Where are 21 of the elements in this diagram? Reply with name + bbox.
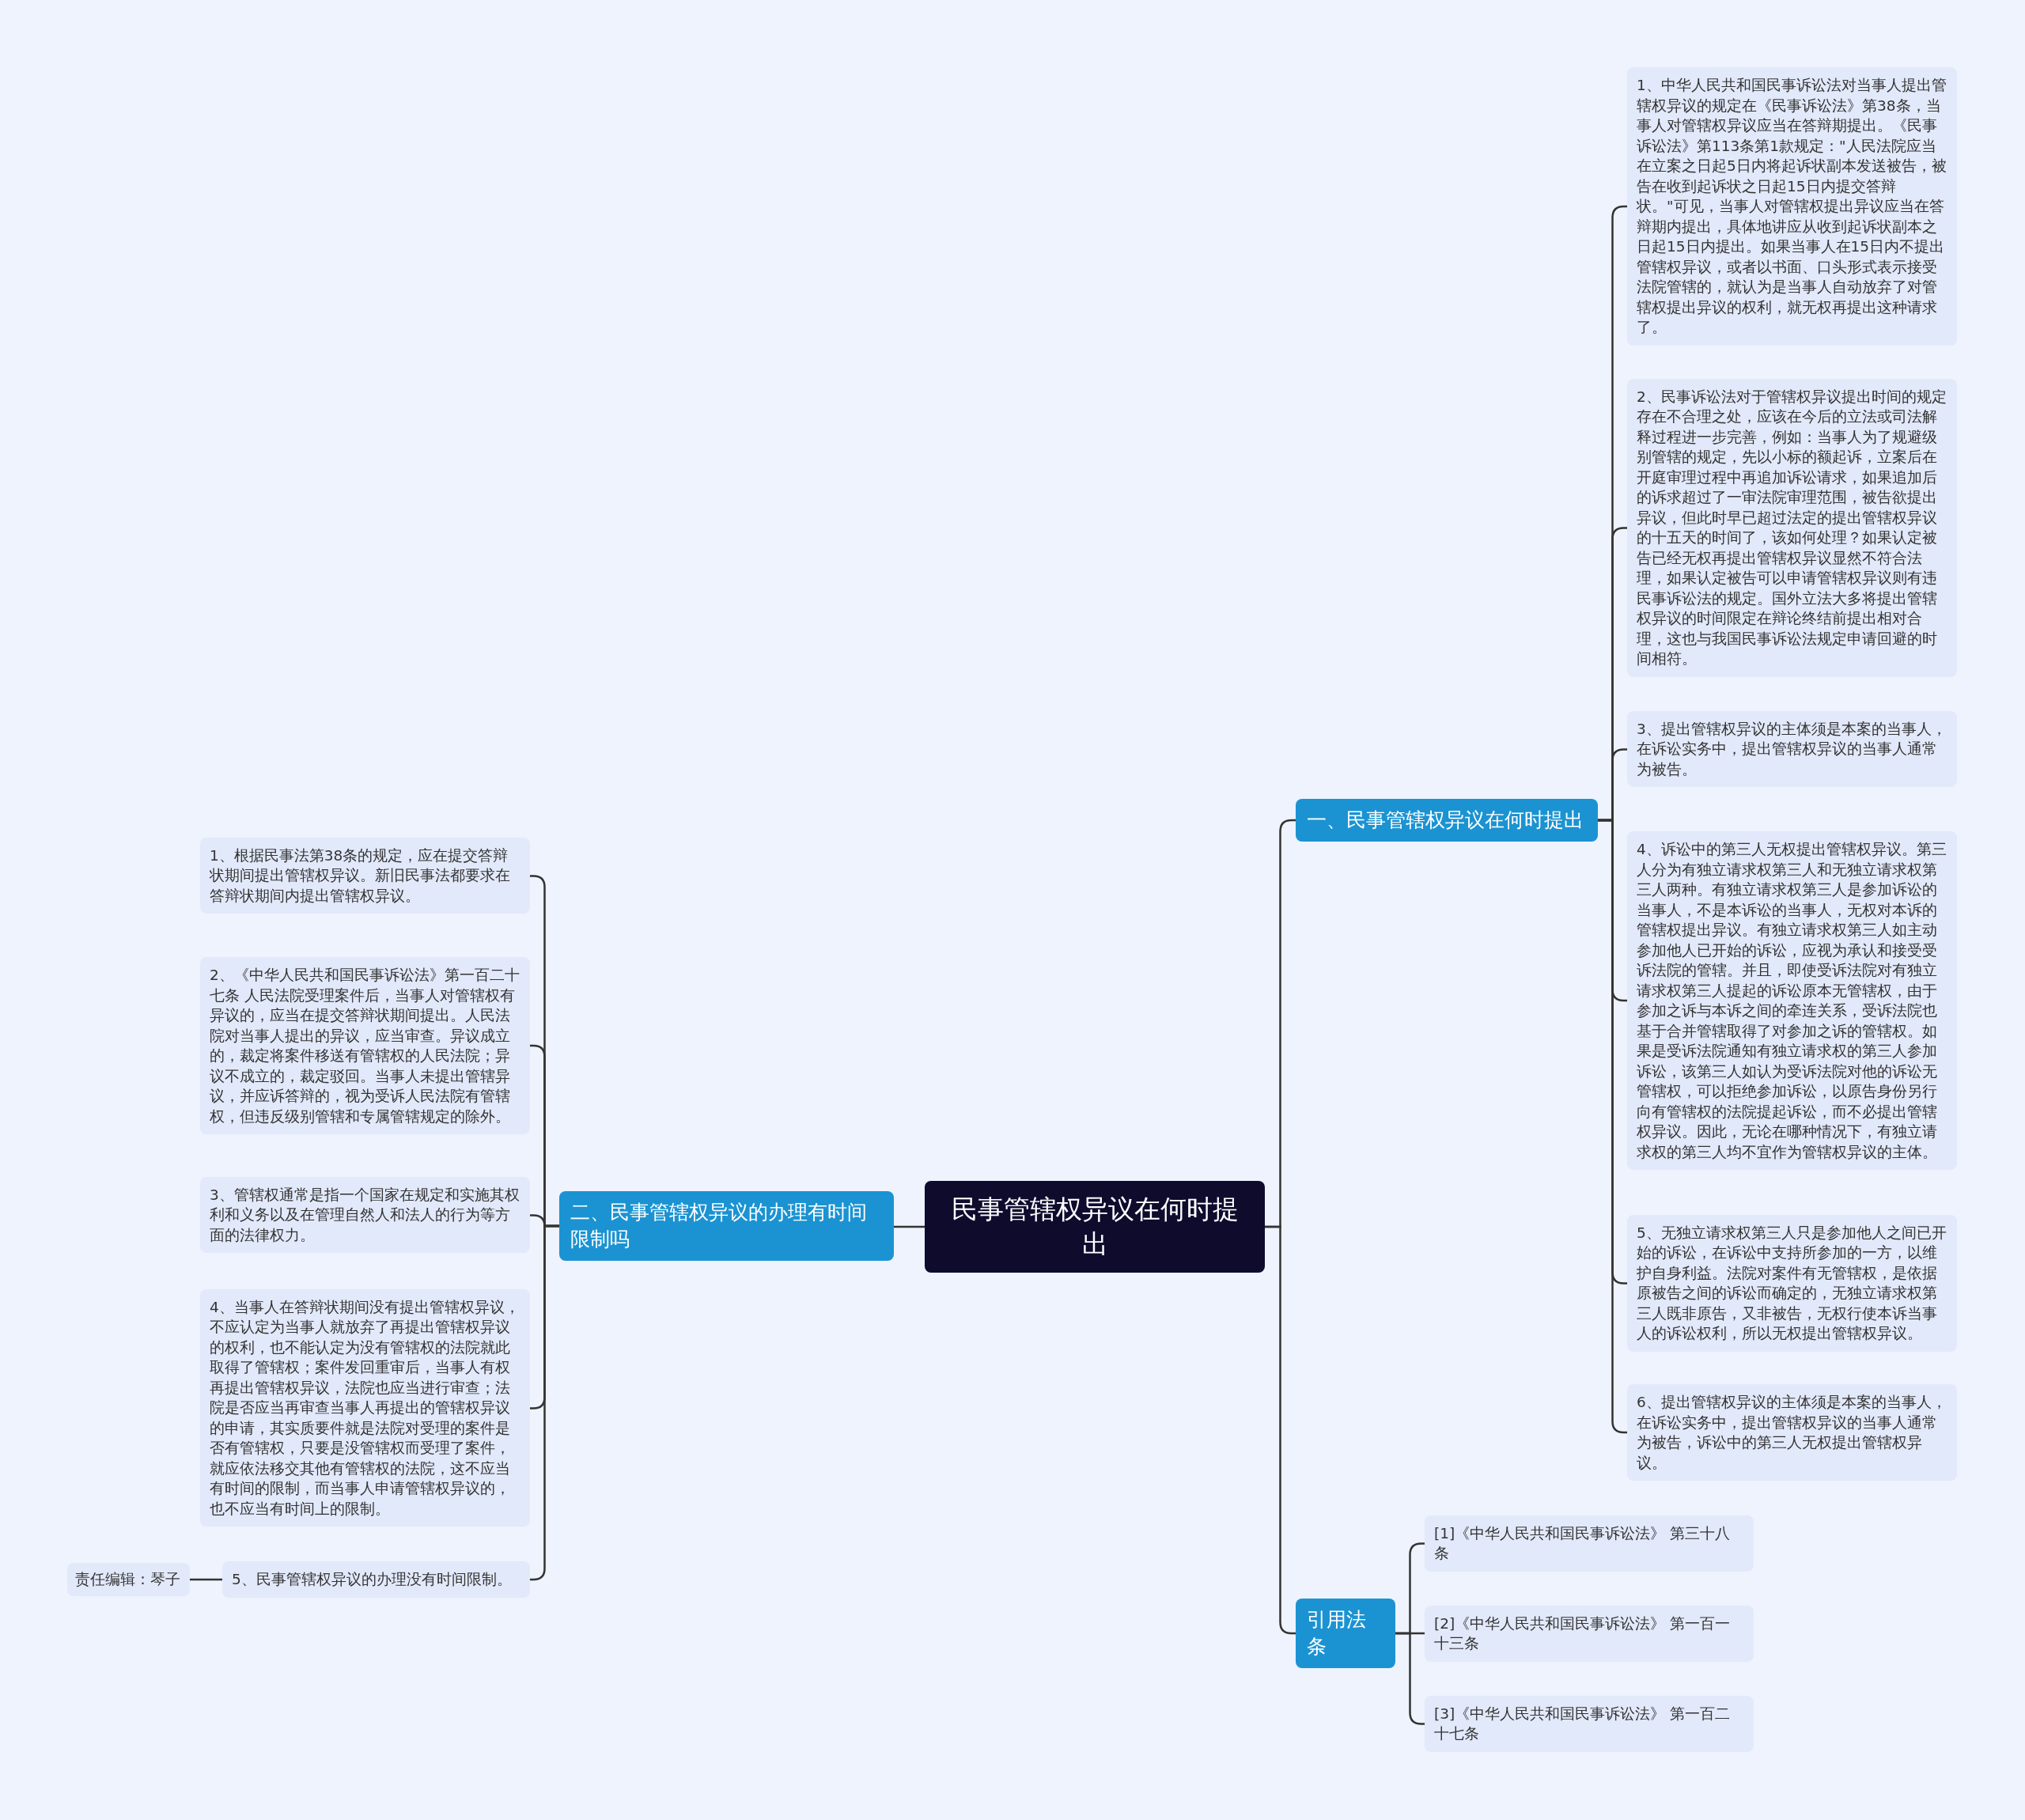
text-card: 2、《中华人民共和国民事诉讼法》第一百二十七条 人民法院受理案件后，当事人对管辖权有异议的，应当在提交答辩状期间提出。人民法院对当事人提出的异议，应当审查。异议成立的，裁定将案件移送有管辖权的人民法院；异议不成立的，裁定驳回。当事人未提出管辖异议，并应诉答辩的，视为受诉人民法院有管辖权，但违反级别管辖和专属管辖规定的除外。: [200, 957, 530, 1134]
text-card: 2、民事诉讼法对于管辖权异议提出时间的规定存在不合理之处，应该在今后的立法或司法解释过程进一步完善，例如：当事人为了规避级别管辖的规定，先以小标的额起诉，立案后在开庭审理过程中再追加诉讼请求，如果追加后的诉求超过了一审法院审理范围，被告欲提出异议，但此时早已超过法定的提出管辖权异议的十五天的时间了，该如何处理？如果认定被告已经无权再提出管辖权异议显然不符合法理，如果认定被告可以申请管辖权异议则有违民事诉讼法的规定。国外立法大多将提出管辖权异议的时间限定在辩论终结前提出相对合理，这也与我国民事诉讼法规定申请回避的时间相符。: [1627, 378, 1957, 677]
branch-topic-box: 二、民事管辖权异议的办理有时间限制吗: [559, 1191, 894, 1261]
central-topic-box: 民事管辖权异议在何时提出: [925, 1181, 1265, 1273]
connector-line: [894, 1225, 925, 1228]
text-card: 1、中华人民共和国民事诉讼法对当事人提出管辖权异议的规定在《民事诉讼法》第38条，当事人对管辖权异议应当在答辩期提出。《民事诉讼法》第113条第1款规定："人民法院应当在立案之日起5日内将起诉状副本发送被告，被告在收到起诉状之日起15日内提交答辩状。"可见，当事人对管辖权提出异议应当在答辩期内提出，具体地讲应从收到起诉状副本之日起15日内提出。如果当事人在15日内不提出管辖权异议，或者以书面、口头形式表示接受法院管辖的，就认为是当事人自动放弃了对管辖权提出异议的权利，就无权再提出这种请求了。: [1627, 67, 1957, 346]
text-card: 3、提出管辖权异议的主体须是本案的当事人，在诉讼实务中，提出管辖权异议的当事人通常为被告。: [1627, 710, 1957, 787]
text-card: 1、根据民事法第38条的规定，应在提交答辩状期间提出管辖权异议。新旧民事法都要求在答辩状期间内提出管辖权异议。: [200, 837, 530, 914]
text-card: 5、民事管辖权异议的办理没有时间限制。: [222, 1561, 530, 1598]
text-card: 5、无独立请求权第三人只是参加他人之间已开始的诉讼，在诉讼中支持所参加的一方，以维护自身利益。法院对案件有无管辖权，是依据原被告之间的诉讼而确定的，无独立请求权第三人既非原告，又非被告，无权行使本诉当事人的诉讼权利，所以无权提出管辖权异议。: [1627, 1214, 1957, 1352]
text-card: 4、诉讼中的第三人无权提出管辖权异议。第三人分为有独立请求权第三人和无独立请求权第三人两种。有独立请求权第三人是参加诉讼的当事人，不是本诉讼的当事人，无权对本诉的管辖权提出异议。有独立请求权第三人如主动参加他人已开始的诉讼，应视为承认和接受受诉法院的管辖。并且，即使受诉法院对有独立请求权第三人提起的诉讼原本无管辖权，由于参加之诉与本诉之间的牵连关系，受诉法院也基于合并管辖取得了对参加之诉的管辖权。如果是受诉法院通知有独立请求权的第三人参加诉讼，该第三人如认为受诉法院对他的诉讼无管辖权，可以拒绝参加诉讼，以原告身份另行向有管辖权的法院提起诉讼，而不必提出管辖权异议。因此，无论在哪种情况下，有独立请求权的第三人均不宜作为管辖权异议的主体。: [1627, 831, 1957, 1170]
connector-line: [190, 1578, 222, 1581]
text-card: 6、提出管辖权异议的主体须是本案的当事人，在诉讼实务中，提出管辖权异议的当事人通常为被告，诉讼中的第三人无权提出管辖权异议。: [1627, 1384, 1957, 1481]
text-card: 3、管辖权通常是指一个国家在规定和实施其权利和义务以及在管理自然人和法人的行为等方面的法律权力。: [200, 1176, 530, 1253]
editor-note: 责任编辑：琴子: [67, 1563, 190, 1596]
text-card: [3]《中华人民共和国民事诉讼法》 第一百二十七条: [1425, 1695, 1754, 1752]
text-card: [1]《中华人民共和国民事诉讼法》 第三十八条: [1425, 1515, 1754, 1572]
text-card: 4、当事人在答辩状期间没有提出管辖权异议，不应认定为当事人就放弃了再提出管辖权异议的权利，也不能认定为没有管辖权的法院就此取得了管辖权；案件发回重审后，当事人有权再提出管辖权异议，法院也应当进行审查；法院是否应当再审查当事人再提出的管辖权异议的申请，其实质要件就是法院对受理的案件是否有管辖权，只要是没管辖权而受理了案件，就应依法移交其他有管辖权的法院，这不应当有时间的限制，而当事人申请管辖权异议的，也不应当有时间上的限制。: [200, 1288, 530, 1527]
text-card: [2]《中华人民共和国民事诉讼法》 第一百一十三条: [1425, 1605, 1754, 1662]
branch-topic-box: 一、民事管辖权异议在何时提出: [1296, 799, 1598, 842]
branch-topic-box: 引用法条: [1296, 1599, 1395, 1668]
